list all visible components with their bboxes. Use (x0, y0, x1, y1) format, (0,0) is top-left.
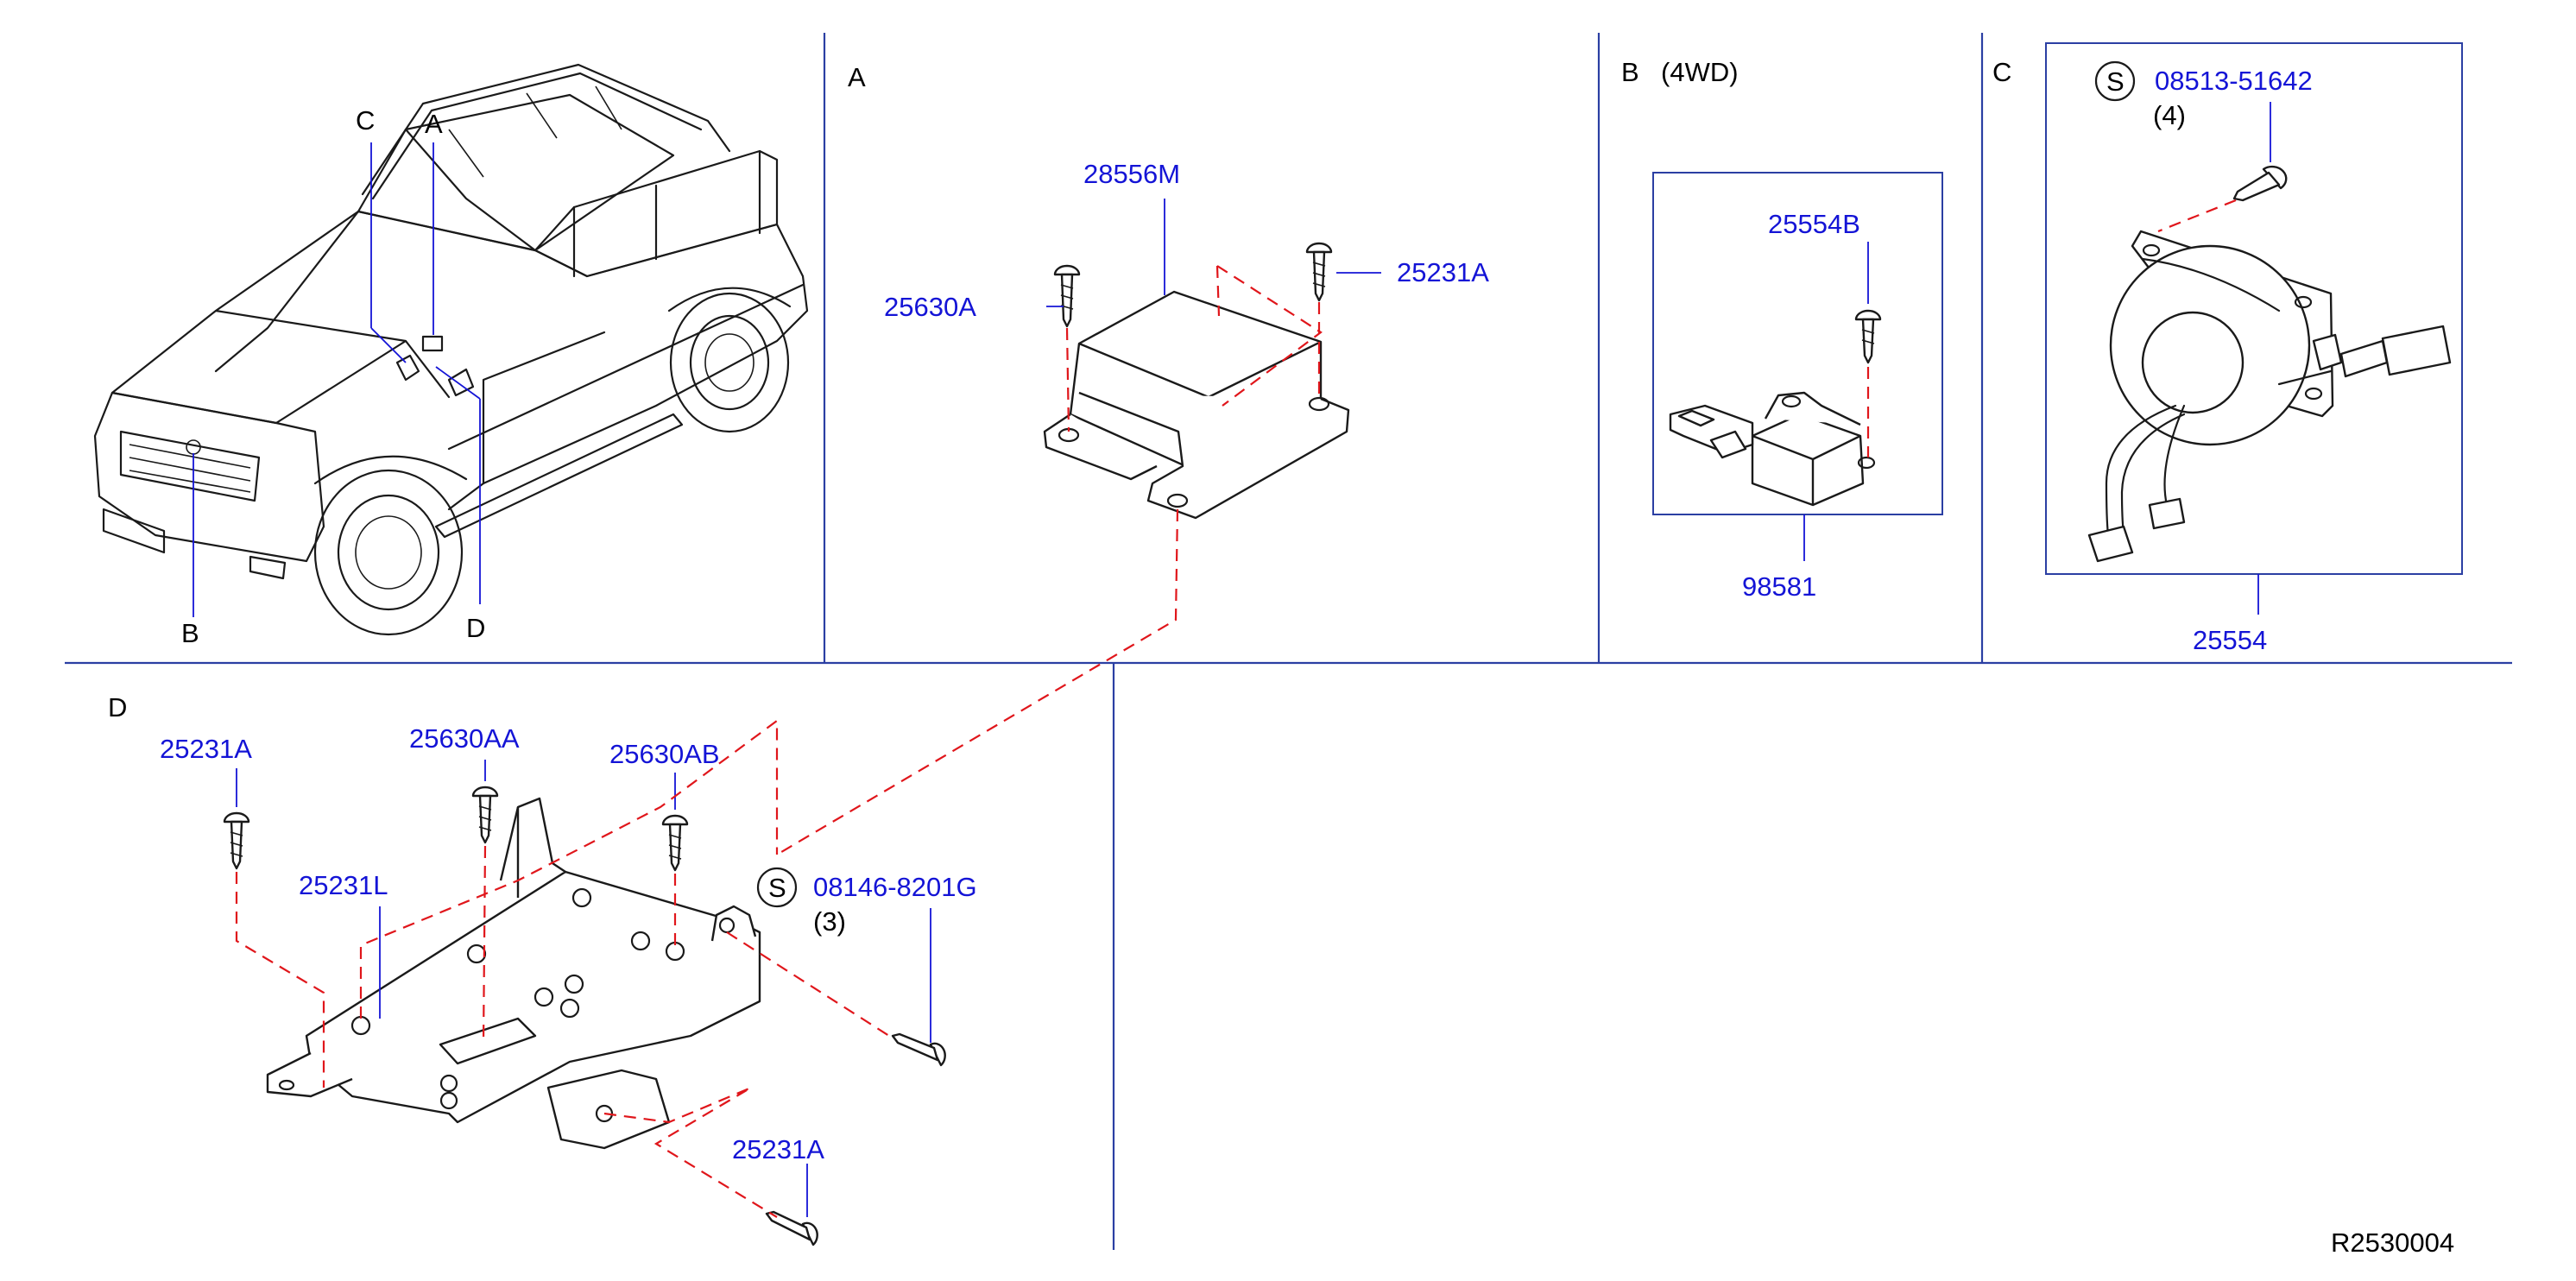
panel-dividers (65, 33, 2512, 1250)
overview-label-b: B (181, 618, 199, 648)
screw-icon (661, 814, 689, 872)
section-c: C S 08513-51642 (4) 25554 (1992, 42, 2463, 655)
part-number-28556m: 28556M (1083, 159, 1180, 189)
part-number-98581: 98581 (1742, 571, 1816, 602)
screw-icon (2232, 165, 2288, 202)
screw-icon (1053, 264, 1081, 328)
part-number-25231a: 25231A (1397, 257, 1489, 287)
part-number-25554b: 25554B (1768, 209, 1860, 239)
standard-part-icon (756, 867, 798, 908)
screw-icon (223, 811, 250, 870)
section-b-frame (1652, 172, 1943, 515)
vehicle-overview (93, 63, 809, 636)
part-number-25231a-lower: 25231A (732, 1134, 824, 1164)
section-a-label: A (848, 62, 866, 92)
section-d-label: D (108, 692, 127, 723)
part-number-08513-51642: 08513-51642 (2155, 66, 2313, 96)
part-number-25630aa: 25630AA (409, 723, 520, 754)
diagram-reference: R2530004 (2331, 1227, 2454, 1258)
section-d: D (108, 692, 977, 1246)
section-a: A 28556M 25630A 25231A (776, 62, 1489, 855)
overview-callouts: C A B D (181, 105, 485, 648)
section-c-quantity: (4) (2153, 100, 2186, 130)
part-number-25630ab: 25630AB (609, 739, 720, 769)
screw-icon (765, 1210, 818, 1246)
screw-icon (471, 786, 499, 844)
mounting-bracket (305, 870, 761, 1124)
screw-icon (1854, 309, 1882, 364)
section-c-label: C (1992, 57, 2011, 87)
section-d-std-mark: S (768, 873, 786, 903)
part-number-25554: 25554 (2193, 625, 2267, 655)
part-number-08146-8201g: 08146-8201G (813, 872, 977, 902)
screw-icon (1305, 242, 1333, 302)
section-c-frame (2045, 42, 2463, 575)
section-c-std-mark: S (2106, 66, 2125, 97)
section-d-quantity: (3) (813, 906, 846, 937)
overview-label-d: D (466, 613, 485, 643)
section-b-label: B (1621, 57, 1639, 87)
part-number-25231a: 25231A (160, 734, 252, 764)
sensor-body (1751, 413, 1865, 507)
overview-label-c: C (356, 105, 375, 136)
part-number-25231l: 25231L (299, 870, 388, 900)
section-b-variant: (4WD) (1661, 57, 1739, 87)
part-number-25630a: 25630A (884, 292, 976, 322)
screw-icon (891, 1032, 946, 1067)
section-b: B (4WD) 25554B 98581 (1621, 57, 1943, 602)
standard-part-icon (2094, 60, 2136, 102)
overview-label-a: A (425, 109, 443, 139)
